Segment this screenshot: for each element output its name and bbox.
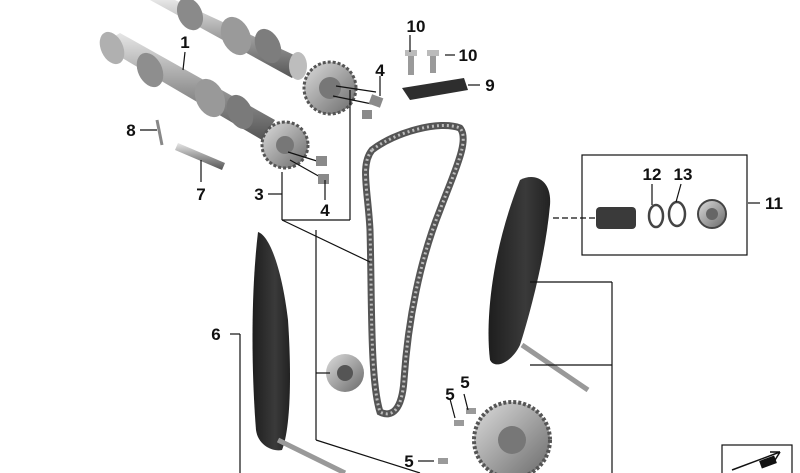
callout-10-left: 10 (407, 17, 426, 36)
callout-3: 3 (254, 185, 263, 204)
guide-rail (252, 232, 347, 473)
diagram-orientation-icon (721, 444, 793, 473)
callout-13: 13 (674, 165, 693, 184)
sprocket-upper (302, 60, 384, 119)
crank-sprocket (438, 400, 552, 473)
pin-8 (155, 119, 164, 146)
callout-5-top: 5 (460, 373, 469, 392)
callout-12: 12 (643, 165, 662, 184)
idler-wheel (326, 354, 364, 392)
tensioner-rail (488, 177, 590, 393)
callout-9: 9 (485, 76, 494, 95)
sprocket-lower (260, 120, 329, 184)
callout-labels: 1 8 7 3 4 4 10 10 9 12 13 11 6 5 5 5 (126, 17, 783, 471)
callout-8: 8 (126, 121, 135, 140)
callout-5-mid: 5 (445, 385, 454, 404)
camshaft-lower (99, 31, 275, 140)
callout-1: 1 (180, 33, 189, 52)
timing-chain (362, 121, 467, 418)
callout-7: 7 (196, 185, 205, 204)
callout-5-bottom: 5 (404, 452, 413, 471)
tensioner-box (553, 154, 748, 256)
callout-4-upper: 4 (375, 61, 385, 80)
callout-6: 6 (211, 325, 220, 344)
dowel-7 (175, 143, 225, 170)
bracket-9 (402, 50, 468, 100)
leader-lines (140, 35, 760, 473)
callout-10-right: 10 (459, 46, 478, 65)
callout-4-lower: 4 (320, 201, 330, 220)
camshaft-upper (150, 0, 307, 80)
callout-11: 11 (765, 194, 783, 213)
